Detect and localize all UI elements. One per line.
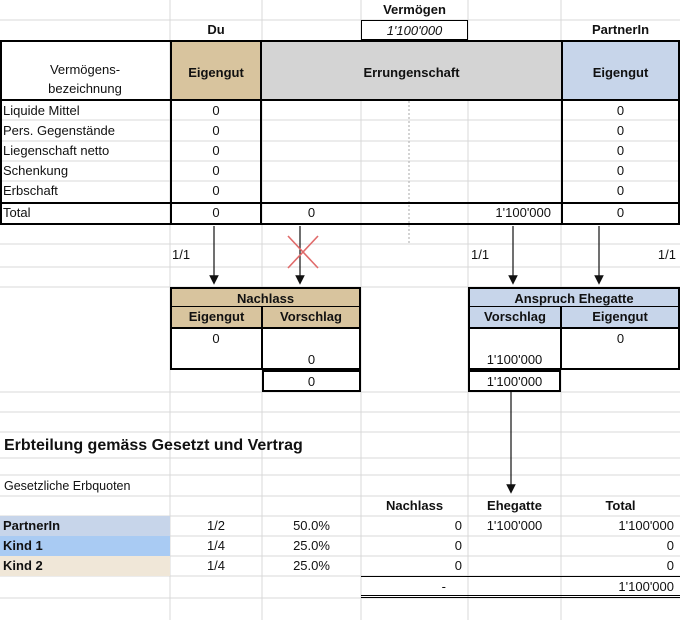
row-du-value: 0 bbox=[212, 103, 220, 118]
du-label: Du bbox=[207, 22, 225, 37]
row-partner-value: 0 bbox=[616, 143, 625, 158]
fraction-label-du: 1/1 bbox=[172, 247, 191, 262]
row-partner-value: 0 bbox=[616, 103, 625, 118]
anspruch-col-eigengut: Eigengut bbox=[560, 307, 680, 329]
col-header-name: Vermögens- bezeichnung bbox=[0, 60, 170, 100]
row-label: Liegenschaft netto bbox=[3, 143, 110, 158]
nachlass-title: Nachlass bbox=[170, 287, 361, 308]
erb-sum-ehegatte-rule bbox=[468, 576, 561, 598]
row-partner-value: 0 bbox=[616, 163, 625, 178]
erb-row-total: 0 bbox=[666, 538, 674, 553]
col-errungenschaft: Errungenschaft bbox=[262, 40, 561, 101]
erb-row-name: Kind 1 bbox=[0, 536, 170, 556]
row-label: Pers. Gegenstände bbox=[3, 123, 116, 138]
total-errungenschaft-right: 1'100'000 bbox=[495, 205, 551, 220]
vermoegen-value: 1'100'000 bbox=[361, 20, 468, 40]
anspruch-title: Anspruch Ehegatte bbox=[468, 287, 680, 308]
nachlass-vorschlag-value: 0 bbox=[307, 352, 316, 367]
erb-row-percent: 50.0% bbox=[293, 518, 330, 533]
fraction-label-errungenschaft: 1/1 bbox=[471, 247, 490, 262]
total-row-border bbox=[0, 202, 680, 225]
anspruch-col-vorschlag: Vorschlag bbox=[468, 307, 562, 329]
nachlass-col-eigengut: Eigengut bbox=[170, 307, 263, 329]
erb-row-nachlass: 0 bbox=[454, 558, 462, 573]
erb-row-ehegatte: 1'100'000 bbox=[486, 518, 543, 533]
anspruch-eigengut-value: 0 bbox=[616, 331, 625, 346]
row-du-value: 0 bbox=[212, 143, 220, 158]
row-du-value: 0 bbox=[212, 123, 220, 138]
nachlass-body-divider bbox=[261, 328, 263, 370]
erb-row-name: PartnerIn bbox=[0, 516, 170, 536]
nachlass-col-vorschlag: Vorschlag bbox=[261, 307, 361, 329]
nachlass-body bbox=[170, 328, 361, 370]
sub-title: Gesetzliche Erbquoten bbox=[4, 479, 131, 493]
main-table-body bbox=[0, 100, 680, 225]
row-partner-value: 0 bbox=[616, 123, 625, 138]
total-label: Total bbox=[3, 205, 31, 220]
erb-row-quote: 1/4 bbox=[206, 558, 226, 573]
vermoegen-label: Vermögen bbox=[383, 2, 446, 17]
fraction-label-partner: 1/1 bbox=[657, 247, 676, 262]
anspruch-vorschlag-total: 1'100'000 bbox=[468, 370, 561, 392]
row-du-value: 0 bbox=[212, 163, 220, 178]
row-label: Liquide Mittel bbox=[3, 103, 80, 118]
erb-row-total: 1'100'000 bbox=[618, 518, 674, 533]
erb-row-percent: 25.0% bbox=[293, 538, 330, 553]
section-title: Erbteilung gemäss Gesetzt und Vertrag bbox=[4, 437, 303, 454]
col-header-name-line2: bezeichnung bbox=[48, 81, 122, 96]
anspruch-body bbox=[468, 328, 680, 370]
nachlass-vorschlag-total: 0 bbox=[262, 370, 361, 392]
nachlass-eigengut-value: 0 bbox=[212, 331, 220, 346]
col-header-name-line1: Vermögens- bbox=[49, 62, 121, 77]
row-label: Erbschaft bbox=[3, 183, 58, 198]
total-partner-value: 0 bbox=[616, 205, 625, 220]
erb-sum-total: 1'100'000 bbox=[561, 576, 680, 598]
erb-col-total: Total bbox=[605, 498, 636, 513]
anspruch-body-divider bbox=[560, 328, 562, 370]
row-partner-value: 0 bbox=[616, 183, 625, 198]
erb-sum-nachlass: - bbox=[361, 576, 468, 598]
erb-row-nachlass: 0 bbox=[454, 538, 462, 553]
erb-row-ehegatte bbox=[468, 536, 561, 556]
total-du-value: 0 bbox=[212, 205, 220, 220]
erb-row-percent: 25.0% bbox=[293, 558, 330, 573]
erb-row-quote: 1/2 bbox=[206, 518, 226, 533]
erb-row-nachlass: 0 bbox=[454, 518, 462, 533]
row-label: Schenkung bbox=[3, 163, 69, 178]
erb-col-ehegatte: Ehegatte bbox=[487, 498, 542, 513]
col-eigengut-du: Eigengut bbox=[170, 40, 262, 101]
erb-row-total: 0 bbox=[666, 558, 674, 573]
eigengut-partner-column-border bbox=[561, 100, 680, 225]
partner-label: PartnerIn bbox=[591, 22, 650, 37]
erb-row-name: Kind 2 bbox=[0, 556, 170, 576]
erb-row-ehegatte bbox=[468, 556, 561, 576]
col-eigengut-partner: Eigengut bbox=[561, 40, 680, 101]
anspruch-vorschlag-value: 1'100'000 bbox=[486, 352, 543, 367]
erb-row-quote: 1/4 bbox=[206, 538, 226, 553]
eigengut-du-column-border bbox=[170, 100, 262, 225]
erb-col-nachlass: Nachlass bbox=[385, 498, 444, 513]
row-du-value: 0 bbox=[212, 183, 220, 198]
total-errungenschaft-left: 0 bbox=[307, 205, 316, 220]
